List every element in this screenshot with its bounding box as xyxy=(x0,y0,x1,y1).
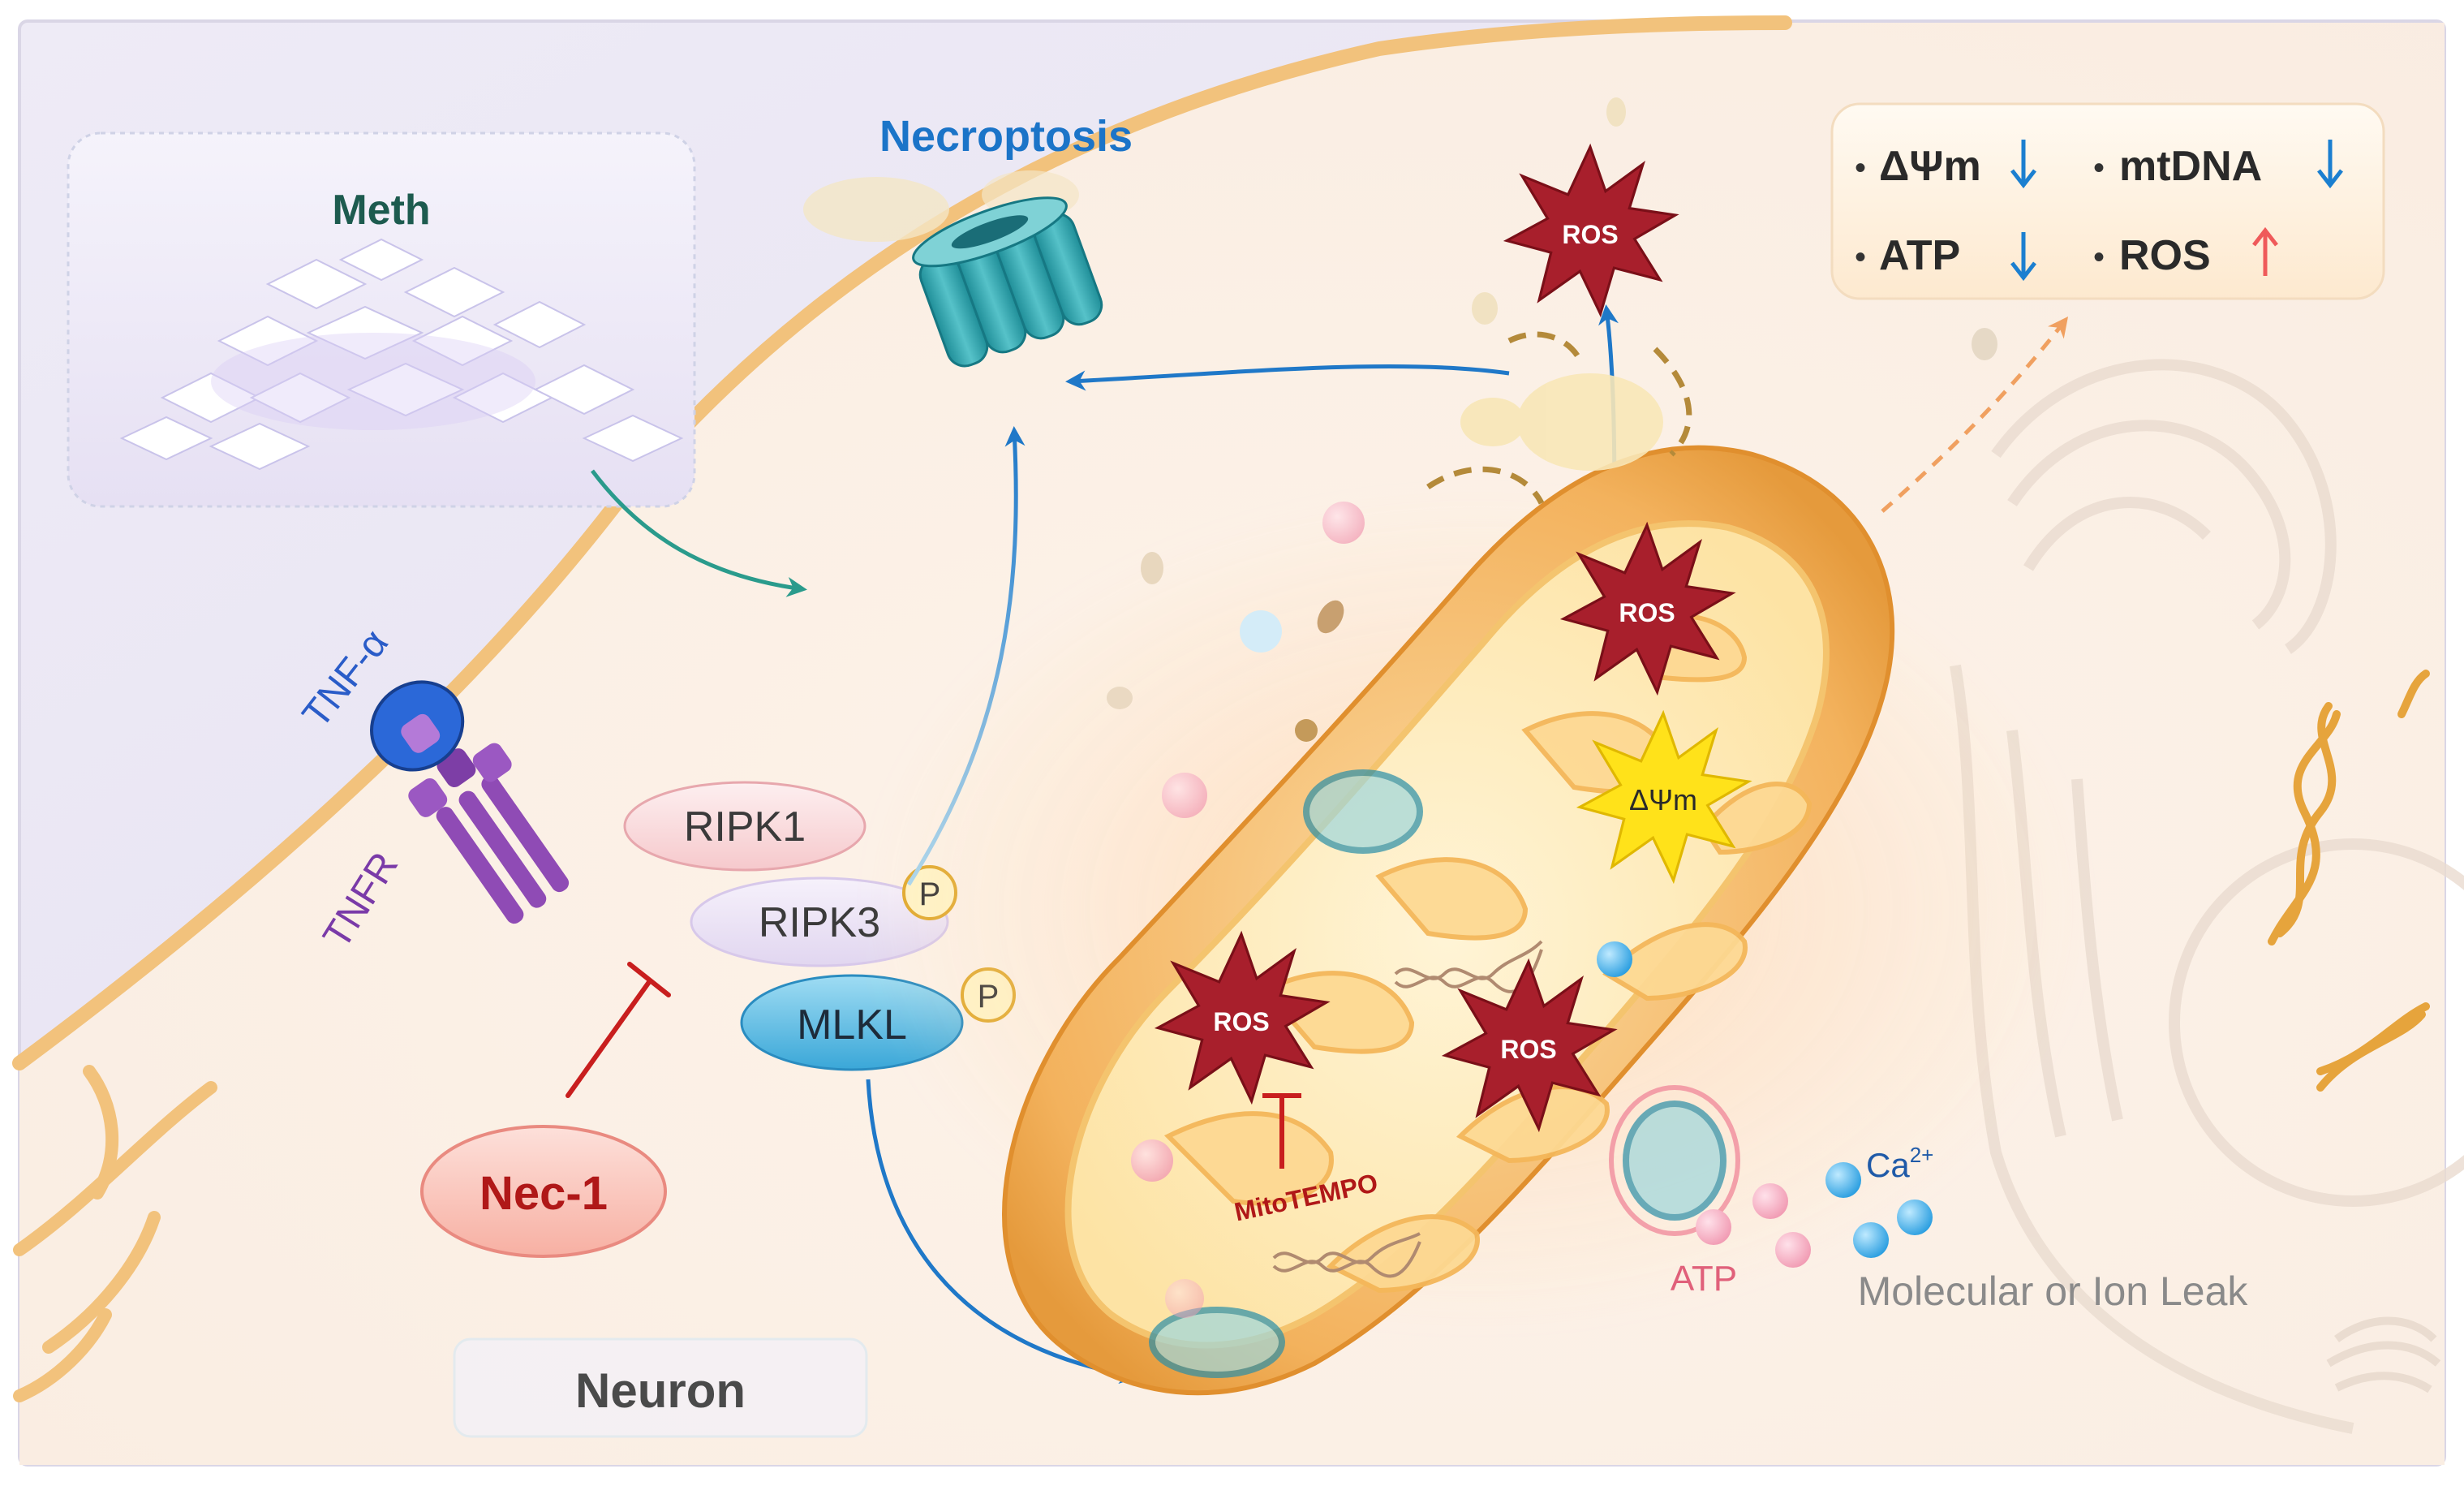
leak-label: Molecular or Ion Leak xyxy=(1858,1268,2249,1314)
nec1-inhibition-bar xyxy=(565,962,671,1098)
summary-item-mtdna: • mtDNA xyxy=(2093,140,2343,190)
mito-to-pore-arrow xyxy=(1065,364,1510,391)
membrane-potential-star: ΔΨm xyxy=(1576,709,1752,885)
mitochondrion xyxy=(1002,331,1895,1396)
ros-star-top: ROS xyxy=(1559,521,1736,696)
svg-text:mtDNA: mtDNA xyxy=(2119,143,2262,190)
svg-text:•: • xyxy=(1855,150,1866,186)
mito-channel-icons xyxy=(1149,769,1727,1378)
meth-label: Meth xyxy=(332,187,430,234)
down-arrow-icon xyxy=(2317,140,2343,189)
svg-text:ROS: ROS xyxy=(1213,1007,1269,1036)
svg-text:•: • xyxy=(1855,239,1866,275)
vesicle-golgi xyxy=(2326,1316,2441,1393)
svg-text:ROS: ROS xyxy=(1562,220,1618,249)
neuron-label-box: Neuron xyxy=(453,1337,868,1438)
svg-text:Nec-1: Nec-1 xyxy=(479,1167,608,1220)
meth-entry-arrow xyxy=(591,469,807,597)
nuclear-dna-strands xyxy=(2268,670,2430,1092)
atp-leak-label: ATP xyxy=(1671,1259,1737,1299)
cell-membrane xyxy=(12,15,1792,1070)
neurite-branches xyxy=(13,1065,217,1402)
svg-text:ΔΨm: ΔΨm xyxy=(1629,783,1697,816)
svg-text:ROS: ROS xyxy=(1500,1035,1556,1064)
svg-text:ROS: ROS xyxy=(2119,232,2211,279)
svg-text:ROS: ROS xyxy=(1619,598,1675,627)
neuron-label: Neuron xyxy=(575,1363,746,1418)
calcium-label: Ca2+ xyxy=(1866,1143,1933,1184)
svg-text:ATP: ATP xyxy=(1879,232,1960,279)
ros-star-mid: ROS xyxy=(1441,958,1618,1133)
floating-particles xyxy=(1107,97,1997,1318)
ros-star-outside: ROS xyxy=(1503,143,1679,318)
svg-text:RIPK1: RIPK1 xyxy=(684,803,806,851)
summary-box: • ΔΨm • mtDNA • ATP • ROS xyxy=(1830,102,2385,300)
svg-text:ΔΨm: ΔΨm xyxy=(1879,143,1981,190)
ros-star-left: ROS xyxy=(1154,930,1331,1105)
meth-panel: Meth xyxy=(67,131,696,508)
down-arrow-icon xyxy=(2010,232,2036,282)
summary-item-dpsim: • ΔΨm xyxy=(1855,140,2036,190)
nec1-inhibitor: Nec-1 xyxy=(420,1125,667,1258)
svg-text:•: • xyxy=(2093,239,2105,275)
svg-text:•: • xyxy=(2093,150,2105,186)
down-arrow-icon xyxy=(2010,140,2036,189)
up-arrow-icon xyxy=(2252,226,2278,276)
summary-arrow xyxy=(1881,317,2069,513)
summary-item-ros: • ROS xyxy=(2093,226,2278,279)
necroptosis-label: Necroptosis xyxy=(879,112,1133,161)
mlkl-to-mito-arrow xyxy=(866,1079,1140,1385)
leak-particles xyxy=(1696,1162,1933,1268)
mlkl-pore-icon xyxy=(803,170,1103,368)
tnf-receptor-icon xyxy=(370,680,570,924)
summary-item-atp: • ATP xyxy=(1855,232,2036,282)
meth-crystals xyxy=(119,238,684,471)
ripk1-node: RIPK1 xyxy=(623,781,866,872)
